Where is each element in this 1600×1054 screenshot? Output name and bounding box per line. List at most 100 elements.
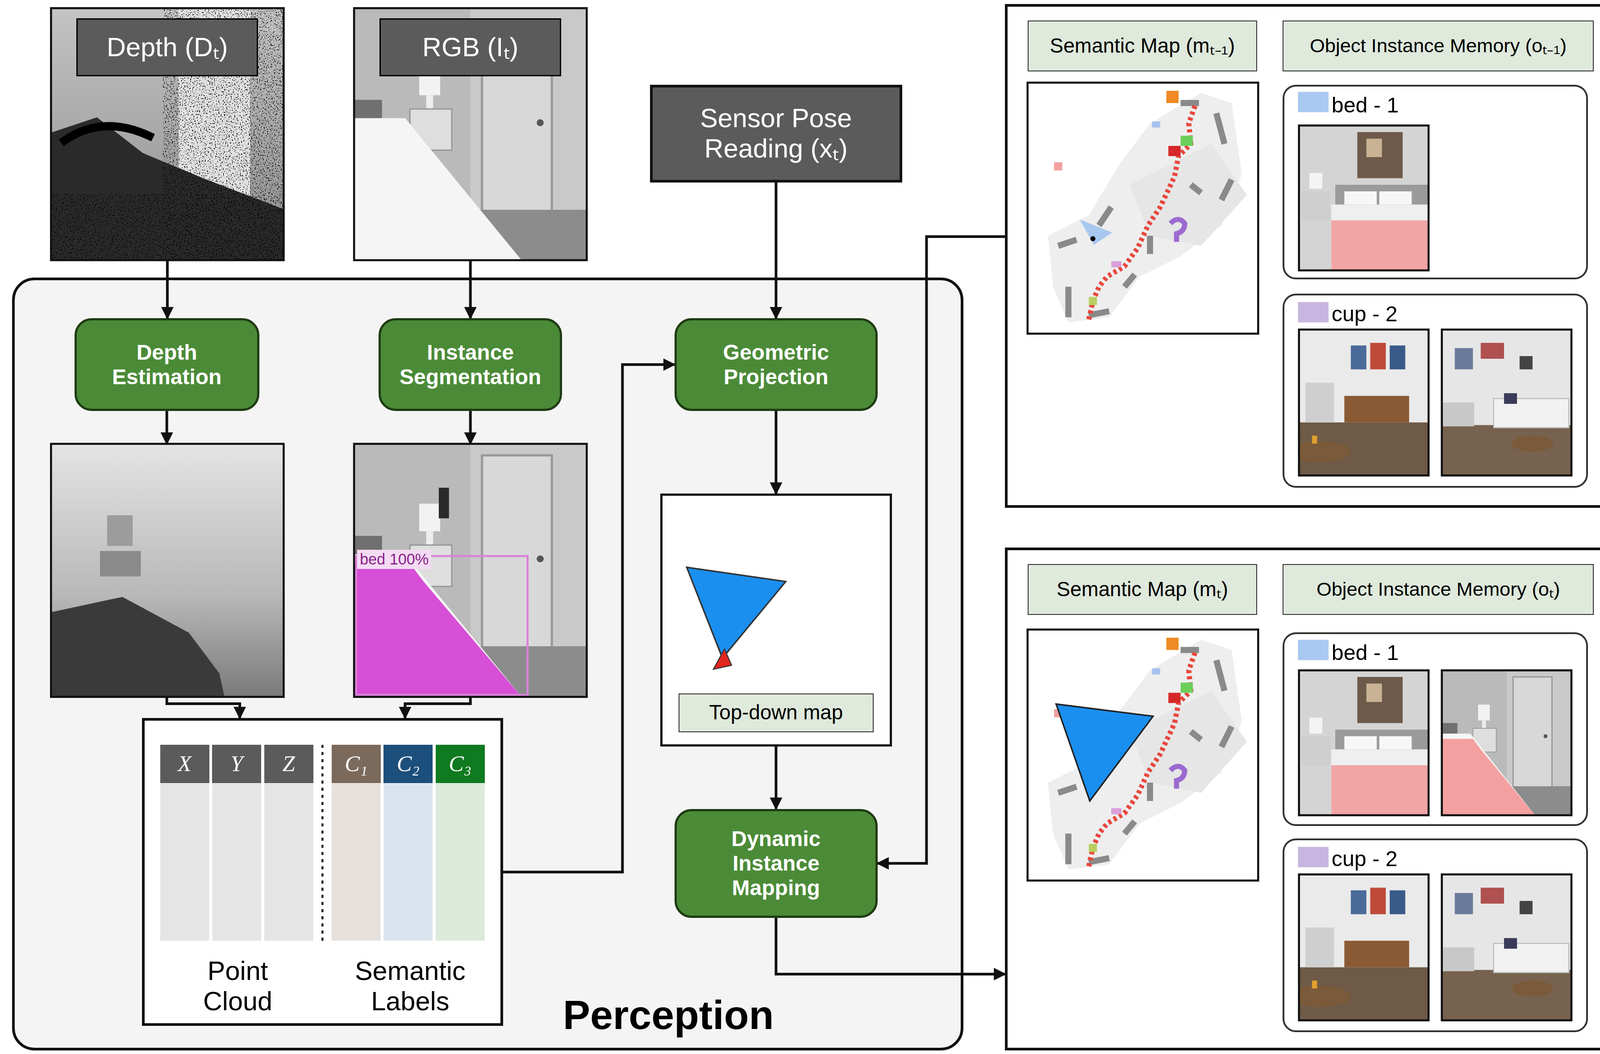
memory-images-part xyxy=(1441,875,1572,1021)
semantic-maps-part xyxy=(1047,91,1247,323)
connector-line xyxy=(469,411,472,444)
detection-label: bed 100% xyxy=(359,550,429,569)
label-text: Depth Estimation xyxy=(90,340,244,390)
table-columns-part xyxy=(212,783,262,942)
instance-label-box: bed - 1 xyxy=(1331,88,1475,122)
column-header-box: Z xyxy=(264,745,314,784)
panel-grounds-part xyxy=(141,718,504,1028)
label-text: Semantic Labels xyxy=(333,956,487,1018)
depth-image-part xyxy=(50,193,284,261)
panel-grounds-part xyxy=(12,277,963,1052)
panel-grounds-part xyxy=(1004,4,1600,509)
connector-line xyxy=(166,696,240,719)
instance-card: cup - 2 xyxy=(1282,838,1588,1033)
semantic-maps xyxy=(1027,82,1259,881)
connector-line xyxy=(775,918,1005,975)
image-panel: Depth (Dₜ) xyxy=(50,8,284,261)
column-header-box: X xyxy=(160,745,210,784)
label-text: Object Instance Memory (oₜ₋₁) xyxy=(1309,34,1567,58)
table-columns xyxy=(160,745,485,942)
label-text: C₁ xyxy=(344,751,368,778)
memory-panel: Semantic Map (mₜ)Object Instance Memory … xyxy=(1004,547,1600,1051)
table-caption-box: Point Cloud xyxy=(156,953,320,1021)
semantic-maps-part xyxy=(1056,704,1154,802)
connector-line xyxy=(877,236,1006,864)
instance-card: bed - 1 xyxy=(1282,84,1588,280)
column-header-box: C₃ xyxy=(435,745,485,784)
instance-label-box: bed - 1 xyxy=(1331,636,1475,670)
connector-line xyxy=(774,411,778,494)
memory-images-part xyxy=(1297,640,1329,661)
column-header-box: Y xyxy=(212,745,262,784)
connector-line xyxy=(774,182,778,319)
panel-grounds-part xyxy=(660,494,892,748)
label-text: RGB (Iₜ) xyxy=(422,32,519,63)
memory-images-part xyxy=(1299,329,1429,476)
depth-image xyxy=(50,8,284,261)
panel-grounds xyxy=(12,4,1600,1052)
label-text: Dynamic Instance Mapping xyxy=(704,826,848,901)
estimated-depth-image-part xyxy=(100,551,141,577)
semantic-maps-part xyxy=(1090,236,1096,242)
table-columns-part xyxy=(331,783,381,942)
depth-image-part xyxy=(50,8,284,261)
label-text: Z xyxy=(282,751,296,778)
label-text: Semantic Map (mₜ₋₁) xyxy=(1049,34,1235,59)
segmentation-image-part xyxy=(356,556,528,696)
estimated-depth-image-part xyxy=(50,597,225,698)
table-columns-part xyxy=(264,783,314,942)
table-columns-part xyxy=(160,783,210,942)
column-header-box: C₁ xyxy=(331,745,381,784)
label-text: C₂ xyxy=(396,751,420,778)
memory-images-part xyxy=(1441,329,1572,476)
memory-images-part xyxy=(1441,670,1572,816)
label-text: Perception xyxy=(562,991,774,1039)
table-columns-part xyxy=(383,783,433,942)
table-caption-box: Semantic Labels xyxy=(323,950,498,1023)
input-box: Sensor Pose Reading (xₜ) xyxy=(650,84,903,183)
label-text: C₃ xyxy=(448,751,472,778)
connector xyxy=(775,918,1005,975)
estimated-depth-image xyxy=(50,444,284,698)
connector-line xyxy=(469,260,472,319)
instance-card: cup - 2 xyxy=(1282,293,1588,488)
memory-images xyxy=(1286,91,1572,1021)
label-text: bed - 1 xyxy=(1331,640,1399,666)
memory-panel: Semantic Map (mₜ₋₁) Object Instance Memor… xyxy=(1004,4,1600,509)
table-box: XYZ C₁ C₂ C₃ Point CloudSemantic Labels xyxy=(141,718,504,1027)
label-text: Sensor Pose Reading (xₜ) xyxy=(666,103,886,165)
panel-title-box: Perception xyxy=(515,984,822,1046)
memory-label-box: Semantic Map (mₜ) xyxy=(1027,564,1258,616)
process-box: Instance Segmentation xyxy=(378,318,563,412)
depth-image-part xyxy=(50,8,284,261)
table-columns-part xyxy=(321,745,324,942)
estimated-depth-image-part xyxy=(107,515,133,547)
memory-images-part xyxy=(1299,670,1429,816)
rgb-image-part xyxy=(354,8,587,261)
connector xyxy=(775,746,777,809)
instance-label-box: cup - 2 xyxy=(1331,842,1475,876)
process-box: Geometric Projection xyxy=(674,318,878,412)
memory-images-part xyxy=(1441,739,1536,816)
connector xyxy=(166,260,168,319)
segmentation-image-part xyxy=(354,563,522,698)
memory-images-part xyxy=(1441,875,1572,1021)
map-label-box: Top-down map xyxy=(678,693,874,733)
estimated-depth-image-part xyxy=(50,444,284,698)
label-text: Semantic Map (mₜ) xyxy=(1056,578,1229,602)
table-columns-part xyxy=(435,783,485,942)
memory-images-part xyxy=(1297,91,1329,113)
connector-line xyxy=(165,411,169,444)
connector xyxy=(166,411,240,719)
label-text: Depth (Dₜ) xyxy=(106,32,229,63)
label-text: Top-down map xyxy=(708,701,843,725)
map-box: Top-down map xyxy=(660,493,892,747)
input-label-box: Depth (Dₜ) xyxy=(76,18,259,77)
memory-images-part xyxy=(1299,125,1429,271)
connector-line xyxy=(774,746,778,809)
input-label-box: RGB (Iₜ) xyxy=(379,18,562,77)
depth-image-part xyxy=(61,126,154,143)
memory-images-part xyxy=(1299,125,1429,271)
label-text: cup - 2 xyxy=(1331,846,1398,872)
connector xyxy=(775,411,777,494)
